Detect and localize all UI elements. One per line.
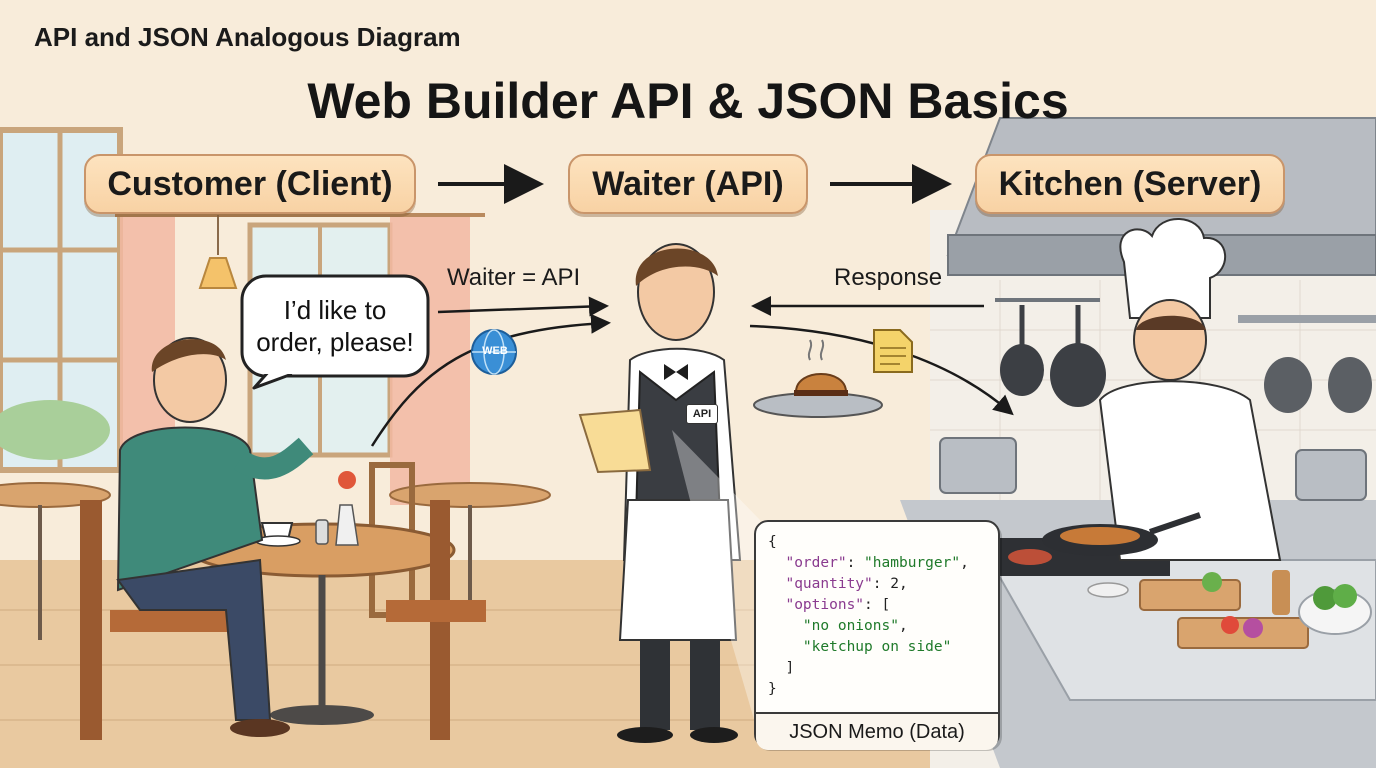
json-open-brace: { — [768, 534, 777, 550]
json-close-bracket: ] — [785, 660, 795, 676]
json-close-brace: } — [768, 681, 777, 697]
web-badge-label: WEB — [482, 345, 508, 357]
document-icon — [873, 329, 913, 373]
json-key-order: "order" — [785, 555, 847, 571]
chef-character — [1042, 218, 1282, 561]
speech-line-1: I’d like to — [283, 295, 387, 325]
speech-bubble: I’d like to order, please! — [242, 276, 428, 384]
memo-light-beam — [672, 430, 760, 740]
page-title: Web Builder API & JSON Basics — [307, 73, 1069, 129]
json-value-order: "hamburger" — [864, 555, 961, 571]
pendant-lamp-icon — [198, 215, 238, 289]
corner-title: API and JSON Analogous Diagram — [34, 22, 461, 52]
customer-character — [116, 337, 314, 737]
waiter-equals-api-label: Waiter = API — [447, 264, 581, 291]
json-memo: { "order": "hamburger", "quantity": 2, "… — [754, 520, 1000, 750]
speech-bubble-shape — [240, 274, 430, 390]
server-pill: Kitchen (Server) — [975, 154, 1285, 214]
json-option-1: "no onions" — [802, 618, 899, 634]
api-name-badge: API — [686, 404, 718, 424]
web-globe-icon — [471, 329, 517, 375]
api-pill: Waiter (API) — [568, 154, 808, 214]
response-label: Response — [834, 264, 943, 291]
json-key-quantity: "quantity" — [785, 576, 873, 592]
speech-line-2: order, please! — [256, 327, 414, 357]
json-key-options: "options" — [785, 597, 865, 613]
json-memo-title: JSON Memo (Data) — [756, 712, 998, 750]
json-code: { "order": "hamburger", "quantity": 2, "… — [768, 534, 969, 697]
json-value-quantity: 2 — [890, 576, 899, 592]
client-pill: Customer (Client) — [84, 154, 416, 214]
json-option-2: "ketchup on side" — [802, 639, 952, 655]
